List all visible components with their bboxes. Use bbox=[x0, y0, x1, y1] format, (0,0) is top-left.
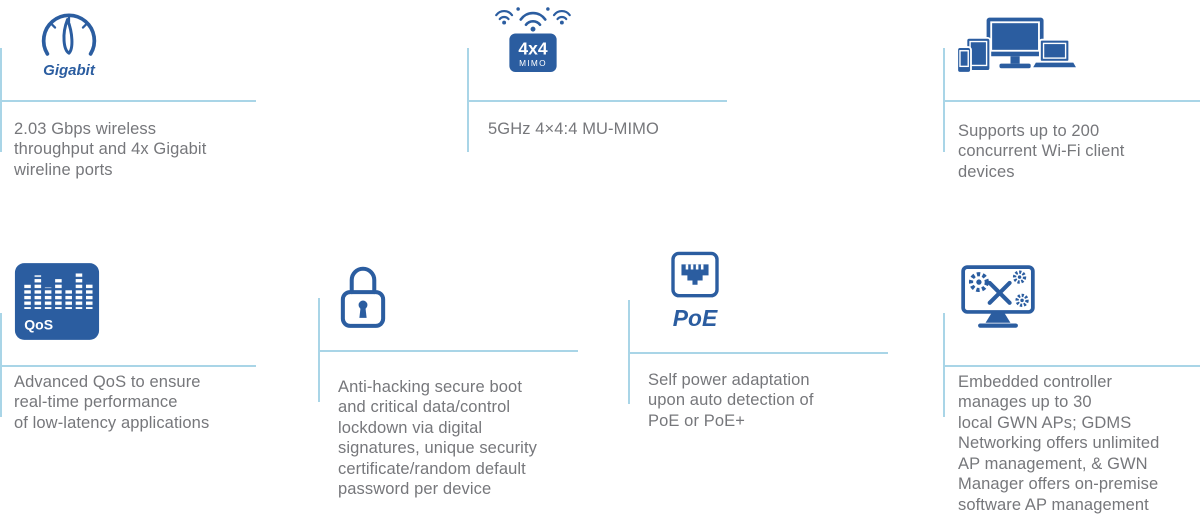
feature-text: Self power adaptation upon auto detectio… bbox=[648, 371, 814, 430]
feature-gigabit: Gigabit 2.03 Gbps wireless throughput an… bbox=[0, 0, 256, 250]
accent-hline bbox=[0, 365, 256, 367]
feature-text: 2.03 Gbps wireless throughput and 4x Gig… bbox=[14, 120, 207, 179]
mimo-label-sub: MIMO bbox=[519, 58, 547, 68]
accent-hline bbox=[943, 365, 1200, 367]
mimo-icon: 4x4 MIMO bbox=[489, 2, 577, 79]
gigabit-icon-label: Gigabit bbox=[43, 62, 95, 79]
qos-icon: QoS bbox=[14, 262, 100, 341]
qos-label: QoS bbox=[24, 317, 53, 333]
accent-hline bbox=[628, 352, 888, 354]
feature-embedded-controller: Embedded controller manages up to 30 loc… bbox=[943, 255, 1200, 516]
controller-icon bbox=[958, 263, 1038, 336]
feature-qos: QoS Advanced QoS to ensure real-time per… bbox=[0, 255, 256, 515]
feature-mu-mimo: 4x4 MIMO 5GHz 4×4:4 MU-MIMO bbox=[467, 0, 727, 250]
mimo-label-main: 4x4 bbox=[518, 39, 547, 59]
feature-text: Anti-hacking secure boot and critical da… bbox=[338, 378, 537, 499]
feature-poe: PoE Self power adaptation upon auto dete… bbox=[628, 248, 888, 508]
feature-text: Advanced QoS to ensure real-time perform… bbox=[14, 373, 210, 432]
devices-icon bbox=[955, 14, 1080, 93]
feature-client-devices: Supports up to 200 concurrent Wi-Fi clie… bbox=[943, 0, 1200, 250]
poe-label: PoE bbox=[673, 305, 718, 331]
feature-security: Anti-hacking secure boot and critical da… bbox=[318, 255, 578, 515]
feature-text: Supports up to 200 concurrent Wi-Fi clie… bbox=[958, 122, 1125, 181]
accent-hline bbox=[318, 350, 578, 352]
poe-icon: PoE bbox=[662, 250, 728, 333]
lock-icon bbox=[334, 258, 392, 331]
feature-text: Embedded controller manages up to 30 loc… bbox=[958, 373, 1160, 514]
accent-hline bbox=[0, 100, 256, 102]
gauge-icon bbox=[28, 6, 110, 66]
accent-hline bbox=[943, 100, 1200, 102]
feature-text: 5GHz 4×4:4 MU-MIMO bbox=[488, 120, 659, 138]
accent-hline bbox=[467, 100, 727, 102]
